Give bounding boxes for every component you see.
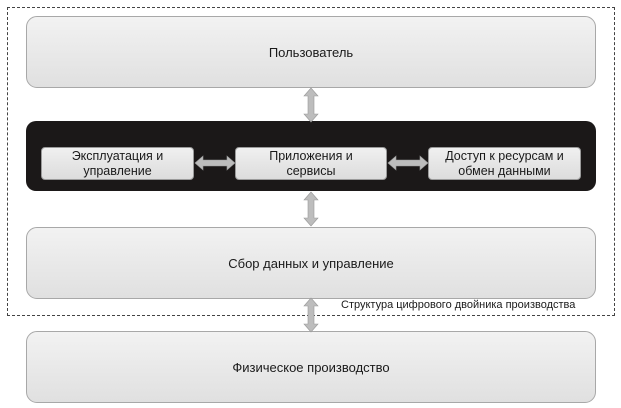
data-physical-arrow (303, 297, 319, 333)
data-collection-label: Сбор данных и управление (228, 255, 394, 271)
user-layer: Пользователь (26, 16, 596, 88)
resource-access-box: Доступ к ресурсам и обмен данными (428, 147, 581, 180)
operation-management-label: Эксплуатация и управление (71, 148, 164, 178)
user-services-arrow (303, 87, 319, 123)
services-data-arrow (303, 191, 319, 227)
structure-caption: Структура цифрового двойника производств… (338, 299, 579, 311)
physical-production-label: Физическое производство (232, 359, 390, 375)
operation-applications-arrow (194, 155, 236, 171)
applications-access-arrow (387, 155, 429, 171)
user-layer-label: Пользователь (268, 44, 354, 60)
applications-services-box: Приложения и сервисы (235, 147, 387, 180)
operation-management-box: Эксплуатация и управление (41, 147, 194, 180)
data-collection-layer: Сбор данных и управление (26, 227, 596, 299)
applications-services-label: Приложения и сервисы (269, 148, 353, 178)
resource-access-label: Доступ к ресурсам и обмен данными (445, 148, 564, 178)
